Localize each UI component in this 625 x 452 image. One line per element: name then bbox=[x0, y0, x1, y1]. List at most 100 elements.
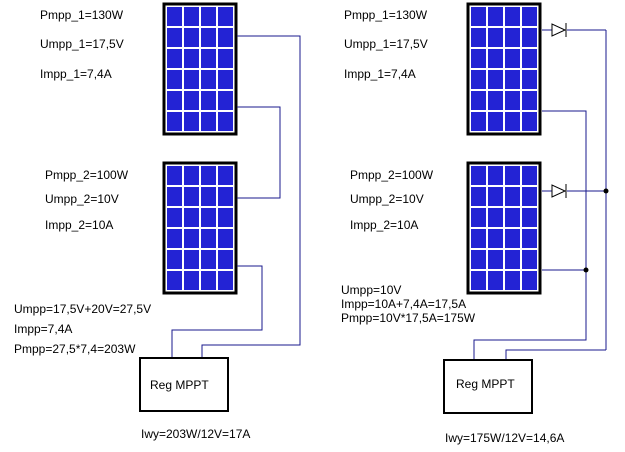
right-panel1-negative-wire bbox=[542, 110, 587, 270]
pv-cell bbox=[488, 187, 503, 206]
pv-cell bbox=[184, 166, 199, 185]
right-panel2-power-label: Pmpp_2=100W bbox=[350, 168, 434, 182]
pv-cell bbox=[471, 166, 486, 185]
left-panel1-power-label: Pmpp_1=130W bbox=[40, 8, 124, 22]
right-panel1-power-label: Pmpp_1=130W bbox=[344, 8, 428, 22]
diode-symbol-bottom bbox=[551, 184, 567, 198]
pv-cell bbox=[201, 49, 216, 68]
pv-cell bbox=[167, 166, 182, 185]
pv-cell bbox=[488, 229, 503, 248]
pv-cell bbox=[505, 187, 520, 206]
left-wiring bbox=[171, 35, 301, 358]
pv-cell bbox=[184, 91, 199, 110]
pv-cell bbox=[488, 112, 503, 131]
pv-cell bbox=[201, 28, 216, 47]
pv-cell bbox=[505, 112, 520, 131]
left-panel-1 bbox=[162, 2, 238, 136]
pv-cell bbox=[522, 112, 537, 131]
right-sum-current-label: Impp=10A+7,4A=17,5A bbox=[341, 297, 466, 311]
pv-cell bbox=[505, 49, 520, 68]
pv-cell bbox=[201, 208, 216, 227]
pv-cell bbox=[218, 70, 233, 89]
right-panel-1 bbox=[466, 2, 542, 136]
pv-cell bbox=[184, 28, 199, 47]
pv-cell bbox=[218, 271, 233, 290]
left-panel1-to-panel2-wire bbox=[237, 106, 281, 199]
right-regulator-label: Reg MPPT bbox=[456, 377, 515, 391]
pv-cell bbox=[505, 70, 520, 89]
left-regulator-box bbox=[139, 357, 229, 412]
pv-cell bbox=[218, 91, 233, 110]
pv-cell bbox=[218, 7, 233, 26]
pv-cell bbox=[184, 250, 199, 269]
pv-cell bbox=[167, 112, 182, 131]
pv-cell bbox=[522, 49, 537, 68]
left-panel1-voltage-label: Umpp_1=17,5V bbox=[40, 37, 124, 51]
pv-cell bbox=[201, 7, 216, 26]
diode-symbol-top bbox=[551, 23, 567, 37]
pv-cell bbox=[218, 28, 233, 47]
pv-cell bbox=[488, 166, 503, 185]
pv-cell bbox=[167, 187, 182, 206]
pv-cell bbox=[488, 208, 503, 227]
pv-cell bbox=[201, 271, 216, 290]
pv-cell bbox=[184, 7, 199, 26]
pv-cell bbox=[184, 229, 199, 248]
pv-cell bbox=[184, 271, 199, 290]
right-sum-power-label: Pmpp=10V*17,5A=175W bbox=[341, 311, 476, 325]
pv-cell bbox=[201, 166, 216, 185]
pv-cell bbox=[184, 112, 199, 131]
pv-cell bbox=[522, 271, 537, 290]
pv-cell bbox=[471, 112, 486, 131]
left-panel2-current-label: Impp_2=10A bbox=[45, 218, 113, 232]
junction-dot-positive bbox=[603, 188, 609, 194]
pv-cell bbox=[522, 250, 537, 269]
pv-cell bbox=[522, 70, 537, 89]
right-regulator-box bbox=[443, 359, 533, 414]
pv-cell bbox=[471, 187, 486, 206]
right-sum-voltage-label: Umpp=10V bbox=[341, 283, 401, 297]
pv-cell bbox=[471, 271, 486, 290]
pv-cell bbox=[522, 7, 537, 26]
pv-cell bbox=[488, 250, 503, 269]
pv-cell bbox=[471, 28, 486, 47]
pv-cell bbox=[184, 49, 199, 68]
pv-cell bbox=[471, 229, 486, 248]
left-panel1-current-label: Impp_1=7,4A bbox=[40, 67, 112, 81]
pv-cell bbox=[201, 91, 216, 110]
pv-cell bbox=[505, 271, 520, 290]
right-bus-to-regulator-wire bbox=[505, 349, 606, 360]
pv-cell bbox=[471, 7, 486, 26]
pv-cell bbox=[488, 49, 503, 68]
pv-cell bbox=[505, 7, 520, 26]
pv-cell bbox=[522, 28, 537, 47]
pv-cell bbox=[167, 70, 182, 89]
pv-cell bbox=[471, 91, 486, 110]
pv-cell bbox=[167, 229, 182, 248]
pv-cell bbox=[488, 28, 503, 47]
left-sum-power-label: Pmpp=27,5*7,4=203W bbox=[14, 342, 136, 356]
pv-cell bbox=[522, 91, 537, 110]
pv-cell bbox=[522, 208, 537, 227]
pv-cell bbox=[201, 112, 216, 131]
pv-cell bbox=[167, 28, 182, 47]
pv-cell bbox=[201, 250, 216, 269]
left-panel2-to-regulator-wire bbox=[171, 265, 263, 358]
pv-cell bbox=[488, 271, 503, 290]
pv-cell bbox=[471, 49, 486, 68]
pv-cell bbox=[218, 250, 233, 269]
left-panel2-power-label: Pmpp_2=100W bbox=[45, 168, 129, 182]
pv-cell bbox=[488, 7, 503, 26]
pv-cell bbox=[522, 229, 537, 248]
right-negative-bus bbox=[473, 270, 587, 360]
left-panel-2 bbox=[162, 161, 238, 295]
left-output-current-label: Iwy=203W/12V=17A bbox=[141, 427, 250, 441]
right-panel-2 bbox=[466, 161, 542, 295]
right-panel2-current-label: Impp_2=10A bbox=[350, 218, 418, 232]
pv-cell bbox=[471, 70, 486, 89]
pv-cell bbox=[184, 208, 199, 227]
pv-cell bbox=[184, 70, 199, 89]
pv-cell bbox=[505, 166, 520, 185]
pv-cell bbox=[505, 91, 520, 110]
